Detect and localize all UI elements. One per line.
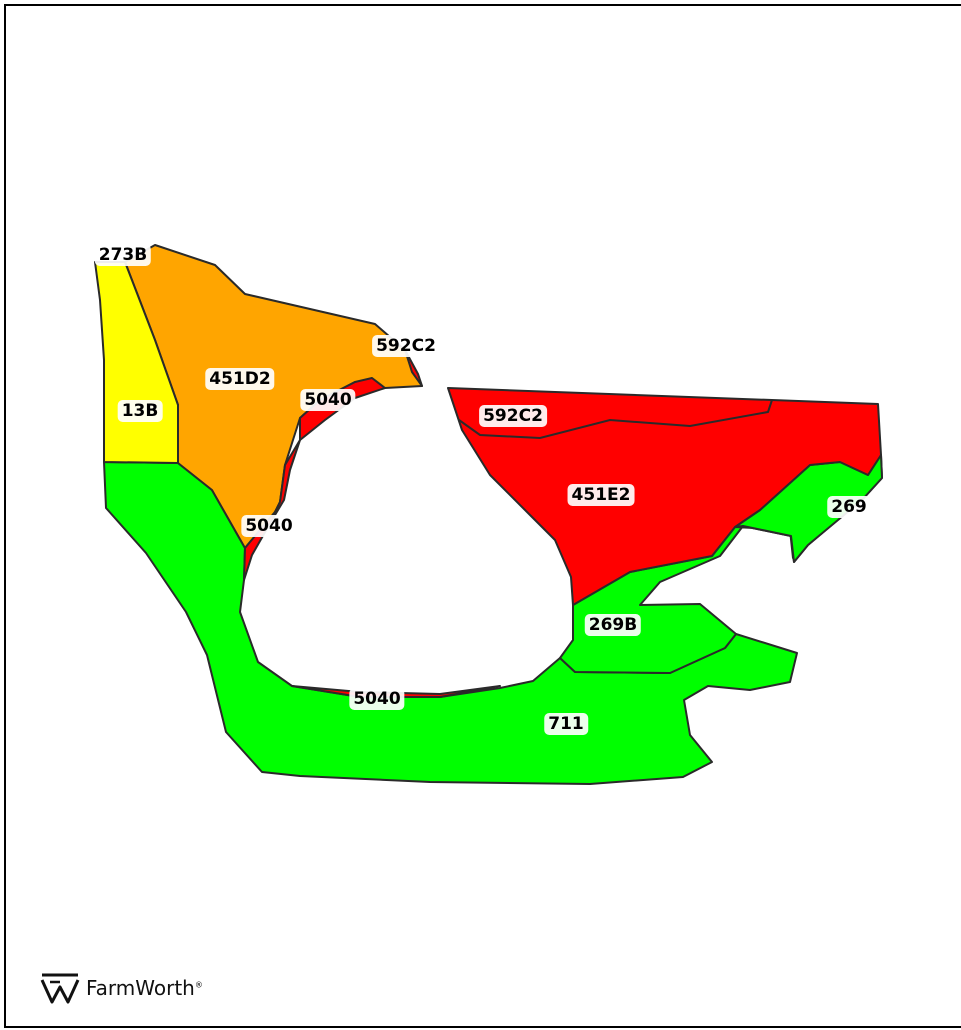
zone-592c2-east-boundary: [458, 399, 773, 440]
soil-label-269b: 269B: [584, 614, 642, 636]
farmworth-logo-icon: [40, 973, 80, 1004]
soil-label-13b: 13B: [117, 400, 163, 422]
soil-label-711: 711: [544, 713, 588, 735]
soil-label-5040-b: 5040: [241, 515, 297, 537]
soil-label-273b: 273B: [94, 244, 152, 266]
zone-711[interactable]: [103, 461, 798, 785]
soil-label-592c2-east: 592C2: [479, 405, 547, 427]
soil-label-269: 269: [827, 496, 871, 518]
zone-592c2-west[interactable]: [404, 349, 423, 387]
soil-label-451d2: 451D2: [205, 368, 275, 390]
brand-logo: FarmWorth®: [40, 970, 203, 1006]
zone-451e2[interactable]: [447, 387, 882, 606]
zone-5040-b[interactable]: [243, 439, 301, 581]
soil-label-5040-c: 5040: [349, 688, 405, 710]
soil-label-592c2-west: 592C2: [372, 335, 440, 357]
soil-label-5040-a: 5040: [300, 389, 356, 411]
soil-label-451e2: 451E2: [567, 484, 635, 506]
brand-name: FarmWorth®: [86, 976, 203, 1000]
